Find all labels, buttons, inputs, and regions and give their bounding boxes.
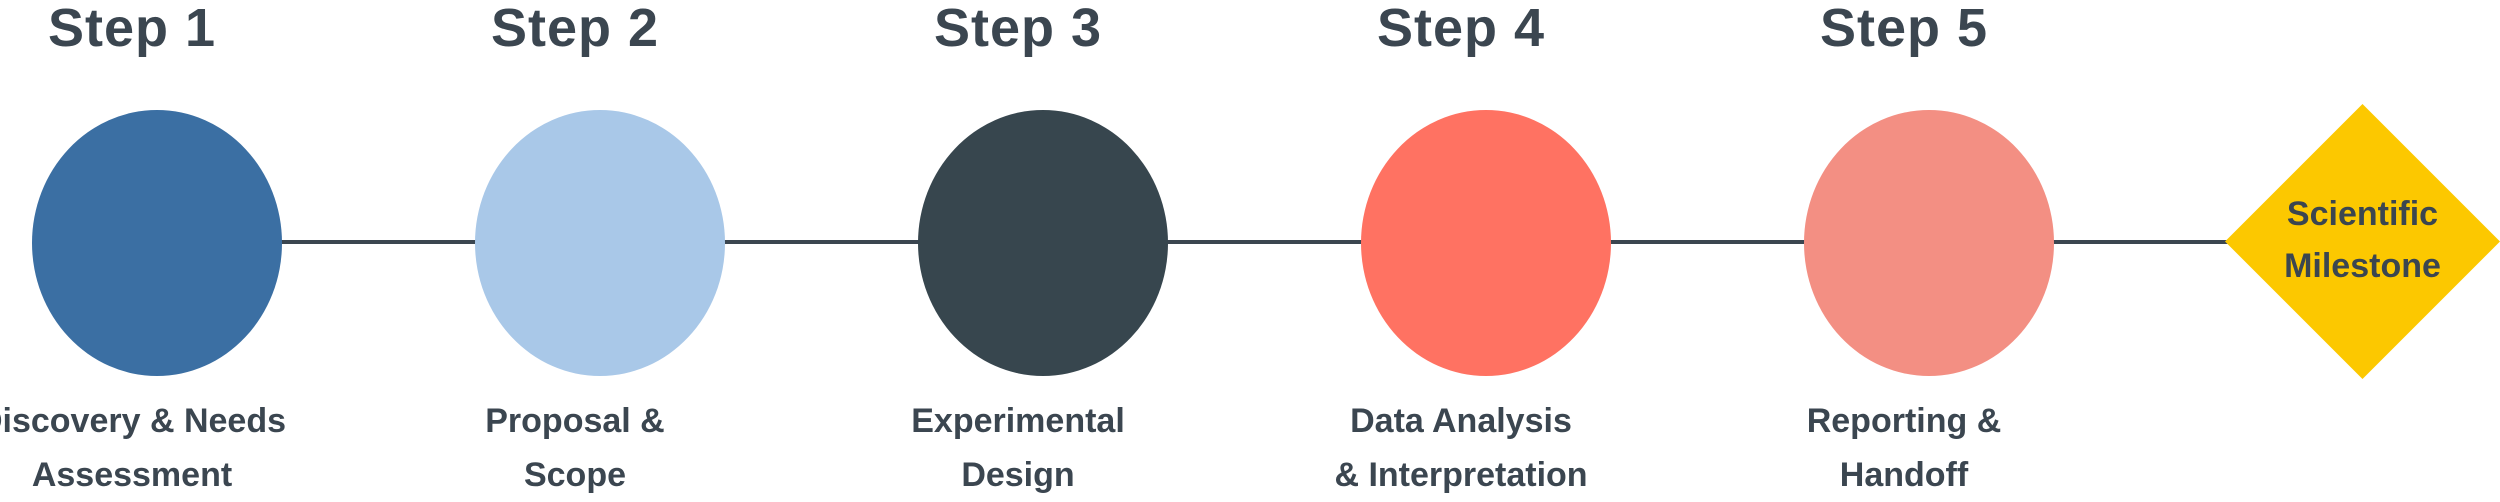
step-3-title: Step 3: [933, 0, 1103, 58]
step-3: Step 3 Experimental Design: [888, 0, 1168, 494]
step-1-label: Discovery & Needs Assessment: [0, 394, 322, 502]
step-4-label: Data Analysis & Interpretation: [1271, 394, 1651, 502]
step-5-label: Reporting & Handoff: [1714, 394, 2094, 502]
step-4-label-line-1: Data Analysis: [1350, 402, 1572, 440]
step-3-label-line-1: Experimental: [911, 402, 1125, 440]
step-2-label-line-2: Scope: [523, 456, 627, 494]
timeline-connector-line: [160, 240, 2240, 244]
step-2-label: Proposal & Scope: [385, 394, 765, 502]
step-2-circle: [475, 110, 725, 376]
step-5-label-line-1: Reporting &: [1806, 402, 2002, 440]
step-3-circle: [918, 110, 1168, 376]
step-2-title: Step 2: [490, 0, 660, 58]
step-2-label-line-1: Proposal &: [485, 402, 665, 440]
step-3-label: Experimental Design: [828, 394, 1208, 502]
step-4-title: Step 4: [1376, 0, 1546, 58]
step-5: Step 5 Reporting & Handoff: [1774, 0, 2054, 494]
step-1: Step 1 Discovery & Needs Assessment: [0, 0, 286, 494]
step-3-label-line-2: Design: [961, 456, 1075, 494]
step-4-circle: [1361, 110, 1611, 376]
step-2: Step 2 Proposal & Scope: [445, 0, 725, 494]
step-1-label-line-1: Discovery & Needs: [0, 402, 287, 440]
step-1-label-line-2: Assessment: [31, 456, 233, 494]
step-5-circle: [1804, 110, 2054, 376]
step-5-title: Step 5: [1819, 0, 1989, 58]
step-4-label-line-2: & Interpretation: [1334, 456, 1588, 494]
step-4: Step 4 Data Analysis & Interpretation: [1331, 0, 1611, 494]
step-1-title: Step 1: [47, 0, 217, 58]
milestone-label: Scientific Milestone: [2225, 188, 2500, 292]
step-5-label-line-2: Handoff: [1839, 456, 1969, 494]
scientific-milestone: Scientific Milestone: [2225, 104, 2500, 379]
milestone-label-line-2: Milestone: [2284, 247, 2441, 285]
step-1-circle: [32, 110, 282, 376]
milestone-label-line-1: Scientific: [2286, 195, 2439, 233]
